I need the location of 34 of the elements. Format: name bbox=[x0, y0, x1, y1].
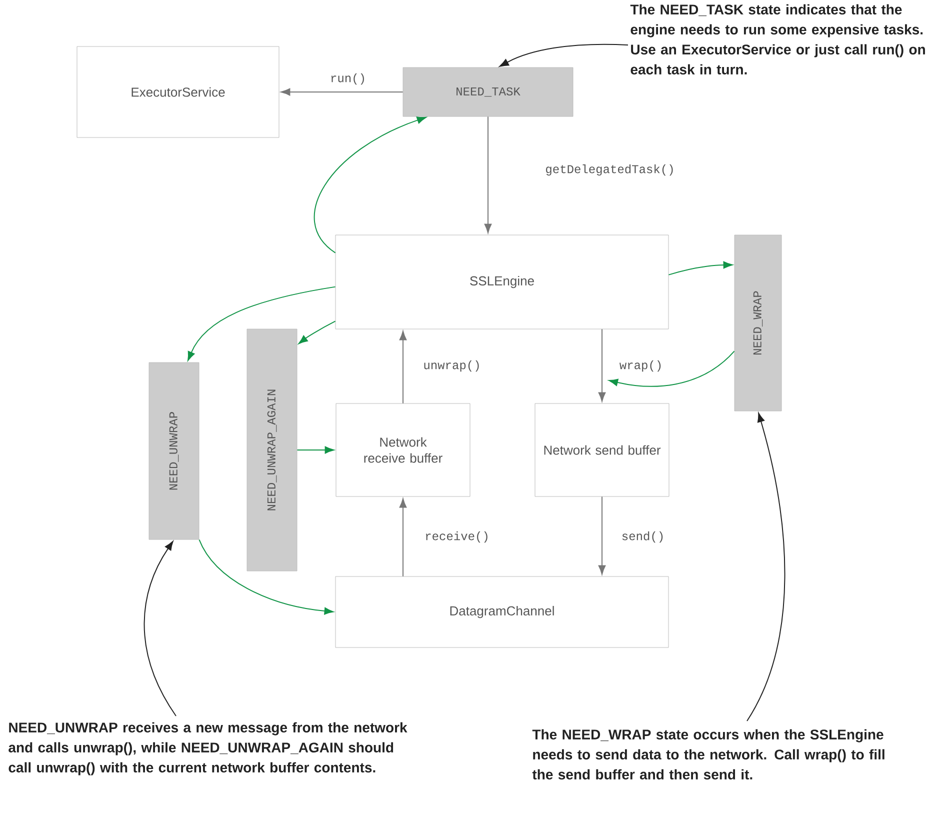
state-box: NEED_WRAP bbox=[734, 234, 782, 412]
state-box: NEED_UNWRAP_AGAIN bbox=[246, 328, 298, 572]
edge-label: getDelegatedTask() bbox=[544, 163, 676, 177]
state-box: NEED_UNWRAP bbox=[148, 362, 200, 540]
arrow bbox=[280, 88, 404, 96]
arrow bbox=[399, 330, 407, 404]
edge-label: receive() bbox=[424, 530, 490, 544]
note-text: NEED_UNWRAP receives a new message from the network and calls unwrap(), while NEED_UNWRAP_AGAIN should call unwrap() with the current network buffer contents. bbox=[8, 722, 408, 776]
process-box: SSLEngine bbox=[335, 234, 669, 330]
process-box: Network receive buffer bbox=[336, 403, 470, 497]
process-box: Network send buffer bbox=[534, 403, 670, 497]
arrow bbox=[608, 350, 735, 387]
edge-label: wrap() bbox=[618, 359, 664, 373]
arrow bbox=[399, 498, 407, 577]
arrow bbox=[298, 320, 336, 344]
edge-label: unwrap() bbox=[422, 359, 482, 373]
process-box: DatagramChannel bbox=[335, 576, 669, 648]
state-box: NEED_TASK bbox=[402, 67, 574, 117]
arrow bbox=[598, 328, 606, 402]
edge-label: send() bbox=[620, 530, 666, 544]
arrow bbox=[296, 446, 334, 454]
arrow bbox=[144, 540, 176, 716]
note-text: The NEED_TASK state indicates that the engine needs to run some expensive tasks. Use an ExecutorService or just call run() on each task in turn. bbox=[630, 4, 925, 74]
arrow bbox=[314, 116, 426, 254]
note-text: The NEED_WRAP state occurs when the SSLEngine needs to send data to the network. Call wrap() to fill the send buffer and then send it. bbox=[532, 729, 884, 780]
arrow bbox=[198, 539, 334, 615]
arrow bbox=[746, 412, 786, 722]
arrow bbox=[188, 286, 336, 361]
edge-label: run() bbox=[329, 72, 367, 86]
arrow bbox=[499, 44, 628, 67]
arrow bbox=[668, 261, 733, 276]
process-box: ExecutorService bbox=[76, 46, 280, 138]
arrow bbox=[598, 496, 606, 575]
arrow bbox=[484, 116, 492, 234]
